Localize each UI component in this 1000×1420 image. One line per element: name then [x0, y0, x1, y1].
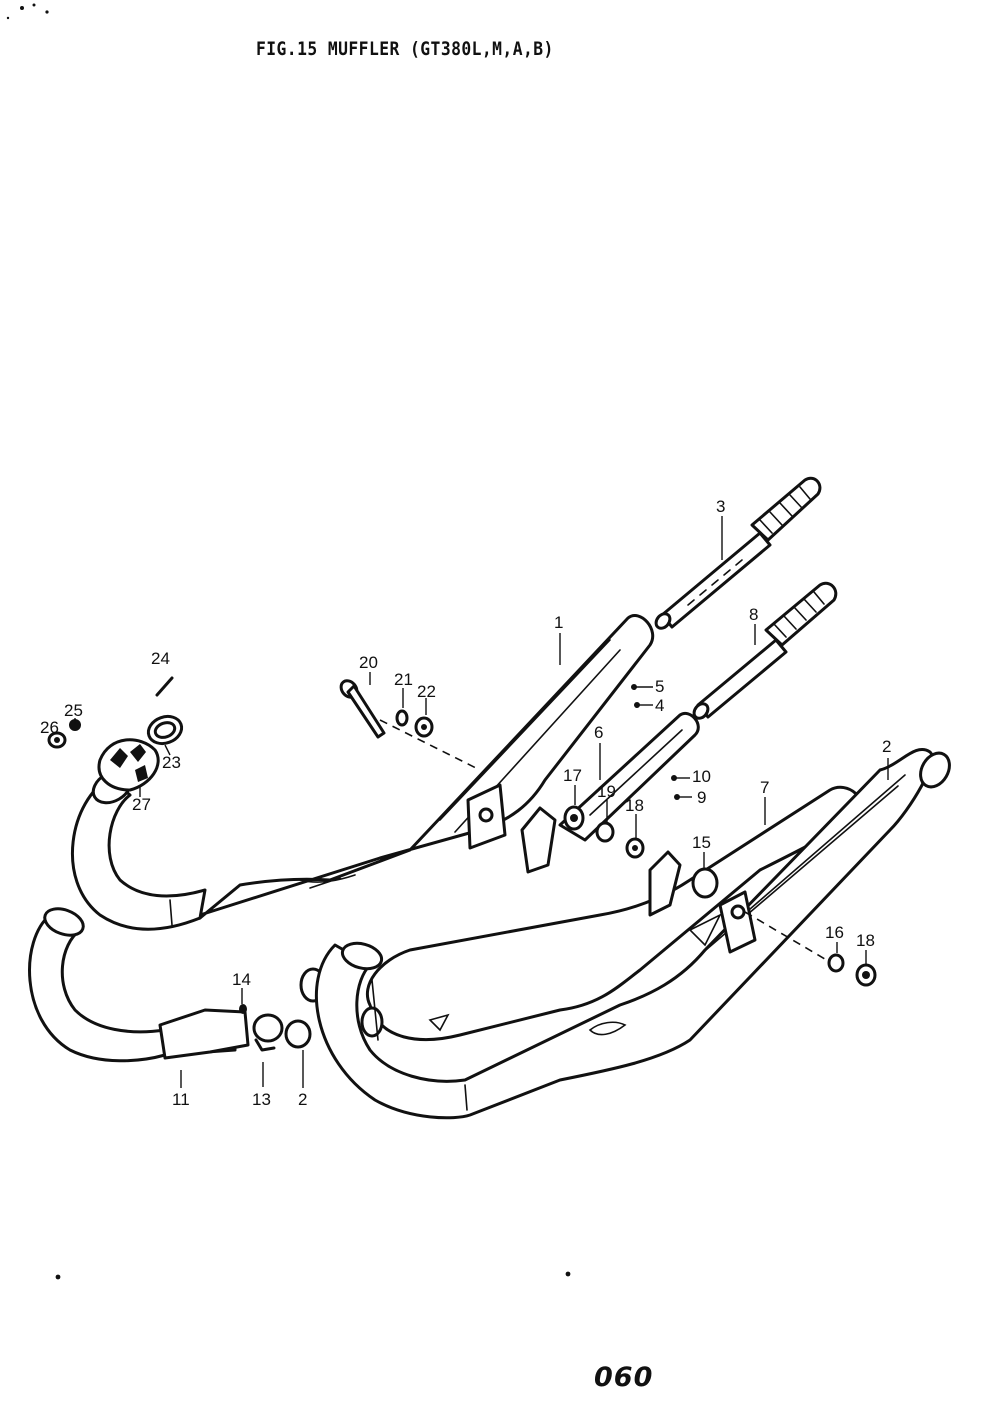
callout-16: 16	[825, 923, 844, 942]
baffle-tube-8	[692, 581, 838, 720]
nut-22	[414, 716, 434, 738]
bushing-15	[691, 867, 719, 899]
muffler-upper-assembly	[70, 614, 654, 931]
nut-18-right	[855, 963, 877, 987]
callout-9: 9	[697, 788, 706, 807]
muffler-lower-bracket	[718, 890, 757, 954]
callout-5: 5	[655, 677, 664, 696]
callout-22: 22	[417, 682, 436, 701]
muffler-middle-bracket	[648, 850, 682, 917]
y-joint-collar	[158, 1008, 250, 1060]
callout-21: 21	[394, 670, 413, 689]
callout-11: 11	[172, 1090, 190, 1109]
callout-13: 13	[252, 1090, 271, 1109]
callout-3: 3	[716, 497, 725, 516]
callout-27: 27	[132, 795, 151, 814]
callout-17: 17	[563, 766, 582, 785]
callout-18-right: 18	[856, 931, 875, 950]
page-number: 060	[594, 1362, 654, 1393]
callout-7: 7	[760, 778, 769, 797]
callout-24: 24	[151, 649, 170, 668]
callout-labels: 1 2 3 4 5 6 7 8 9 10 11 13 14 15 16 17 1…	[40, 497, 891, 1109]
muffler-tube-6	[558, 711, 700, 842]
callout-8: 8	[749, 605, 758, 624]
muffler-lower-right-assembly	[314, 748, 951, 1120]
callout-2-right: 2	[882, 737, 891, 756]
callout-15: 15	[692, 833, 711, 852]
screws-9-10	[671, 775, 692, 800]
callout-6: 6	[594, 723, 603, 742]
callout-26: 26	[40, 718, 59, 737]
callout-20: 20	[359, 653, 378, 672]
callout-4: 4	[655, 696, 664, 715]
callout-2-left: 2	[298, 1090, 307, 1109]
muffler-upper-rear-bracket	[520, 806, 557, 874]
washer-21	[395, 709, 409, 727]
screws-4-5	[631, 684, 653, 708]
nut-17	[563, 805, 585, 831]
nut-26	[47, 731, 67, 749]
exhaust-pipe-upper	[70, 776, 207, 931]
bolt-20	[339, 679, 386, 739]
alignment-line-right	[744, 911, 831, 963]
washer-16	[827, 953, 845, 973]
gasket-23	[146, 714, 184, 746]
callout-14: 14	[232, 970, 251, 989]
callout-25: 25	[64, 701, 83, 720]
screw-14	[239, 1004, 247, 1014]
flange-27	[97, 738, 160, 792]
exhaust-clamp-left	[252, 967, 327, 1052]
leader-lines	[74, 516, 889, 1088]
nut-18-mid	[625, 837, 645, 859]
scan-speckles	[6, 3, 571, 1280]
baffle-tube-3	[654, 476, 822, 630]
pin-24	[155, 676, 174, 697]
callout-1: 1	[554, 613, 563, 632]
callout-23: 23	[162, 753, 181, 772]
figure-title: FIG.15 MUFFLER (GT380L,M,A,B)	[256, 38, 554, 60]
washer-25	[69, 719, 81, 731]
spacer-19	[595, 821, 615, 843]
alignment-line-upper	[379, 719, 481, 771]
callout-10: 10	[692, 767, 711, 786]
callout-19: 19	[597, 782, 616, 801]
callout-18-mid: 18	[625, 796, 644, 815]
exhaust-pipe-lower-left	[28, 907, 250, 1063]
